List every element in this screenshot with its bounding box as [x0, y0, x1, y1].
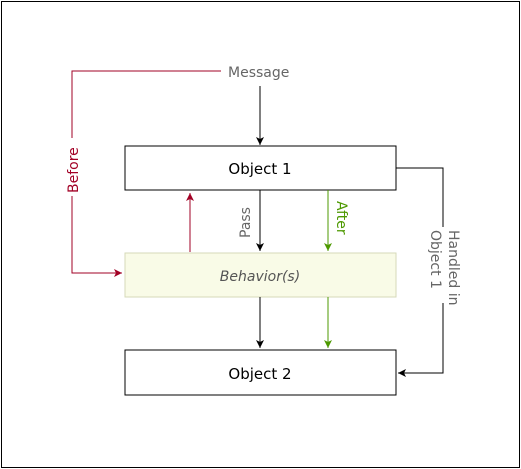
handled-label-bg: [424, 227, 462, 303]
object-2-box: [124, 349, 397, 396]
behavior-label: Behavior(s): [220, 269, 300, 285]
object-2-label: Object 2: [228, 365, 291, 383]
object-1-box: [124, 145, 397, 191]
handled-label: Handled in Object 1: [427, 230, 461, 310]
handled-label-line-1: Handled in: [445, 230, 461, 305]
object-1-label: Object 1: [228, 160, 291, 178]
behavior-box: [124, 252, 397, 298]
handled-label-line-2: Object 1: [427, 230, 443, 289]
pass-label: Pass: [238, 207, 254, 238]
message-label: Message: [228, 65, 289, 81]
before-label-bg: [64, 138, 80, 196]
after-label: After: [333, 201, 349, 235]
before-label: Before: [66, 147, 82, 193]
